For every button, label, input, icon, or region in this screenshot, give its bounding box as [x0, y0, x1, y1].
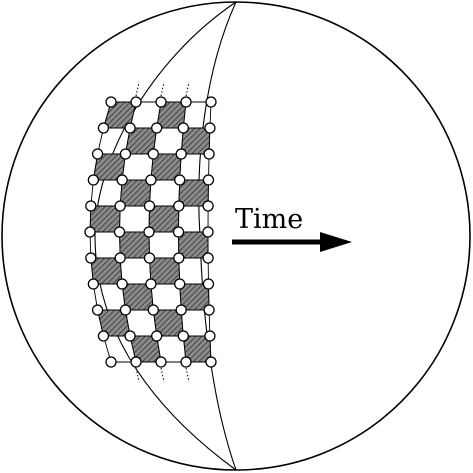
lattice-continuation: [135, 367, 140, 383]
lattice-node: [175, 148, 187, 160]
lattice-node: [85, 200, 97, 212]
lattice-node: [145, 278, 157, 290]
lattice-node: [119, 304, 132, 316]
lattice-continuation: [160, 81, 165, 97]
lattice-node: [173, 252, 185, 264]
lattice-node: [151, 330, 163, 342]
lattice-node: [97, 330, 110, 342]
lattice-node: [143, 200, 156, 212]
time-label: Time: [235, 204, 303, 235]
lattice-node: [175, 304, 187, 316]
lattice-node: [203, 148, 215, 160]
lattice-continuation: [185, 81, 190, 97]
lattice-node: [174, 278, 186, 290]
lattice-node: [202, 278, 215, 290]
lattice-node: [143, 252, 156, 264]
lattice-node: [105, 96, 117, 108]
lattice-continuation: [160, 367, 165, 383]
meridian-left: [94, 1, 237, 471]
lattice-node: [180, 96, 192, 108]
lattice-node: [174, 174, 186, 186]
lattice-node: [147, 148, 159, 160]
lattice-node: [202, 226, 214, 238]
lattice-node: [87, 278, 100, 290]
lattice-node: [147, 304, 159, 316]
lattice-node: [202, 200, 214, 212]
lattice-node: [177, 122, 189, 134]
lattice-node: [205, 356, 217, 368]
lattice-continuation: [135, 81, 140, 97]
lattice-node: [87, 174, 100, 186]
lattice-node: [91, 304, 104, 316]
lattice-node: [202, 252, 214, 264]
lattice-node: [116, 278, 128, 290]
lattice-node: [205, 96, 217, 108]
lattice-node: [172, 226, 185, 238]
lattice-node: [155, 356, 167, 368]
lattice-node: [173, 200, 185, 212]
lattice-node: [114, 252, 126, 264]
lattice-node: [202, 174, 215, 186]
lattice-node: [113, 226, 126, 238]
lattice-node: [97, 122, 110, 134]
lattice-node: [85, 252, 97, 264]
lattice-continuation: [185, 367, 190, 383]
lattice-node: [177, 330, 189, 342]
lattice-node: [155, 96, 167, 108]
lattice-node: [91, 148, 104, 160]
lattice-node: [114, 200, 126, 212]
lattice-node: [105, 356, 117, 368]
lattice-node: [180, 356, 192, 368]
lattice-node: [119, 148, 132, 160]
time-arrow: [232, 232, 352, 252]
lattice-node: [151, 122, 163, 134]
lattice-node: [204, 122, 216, 134]
lattice-node: [203, 304, 215, 316]
lattice-node: [130, 96, 142, 108]
lattice-node: [124, 122, 136, 134]
lattice-plaquette: [178, 231, 209, 259]
right-arrow-icon: [320, 232, 352, 252]
lattice-node: [124, 330, 136, 342]
lattice-node: [143, 226, 155, 238]
lattice-node: [84, 226, 96, 238]
lattice-node: [130, 356, 142, 368]
checkerboard-lattice: [84, 81, 217, 383]
lattice-node: [204, 330, 216, 342]
lattice-node: [145, 174, 157, 186]
lattice-node: [116, 174, 128, 186]
